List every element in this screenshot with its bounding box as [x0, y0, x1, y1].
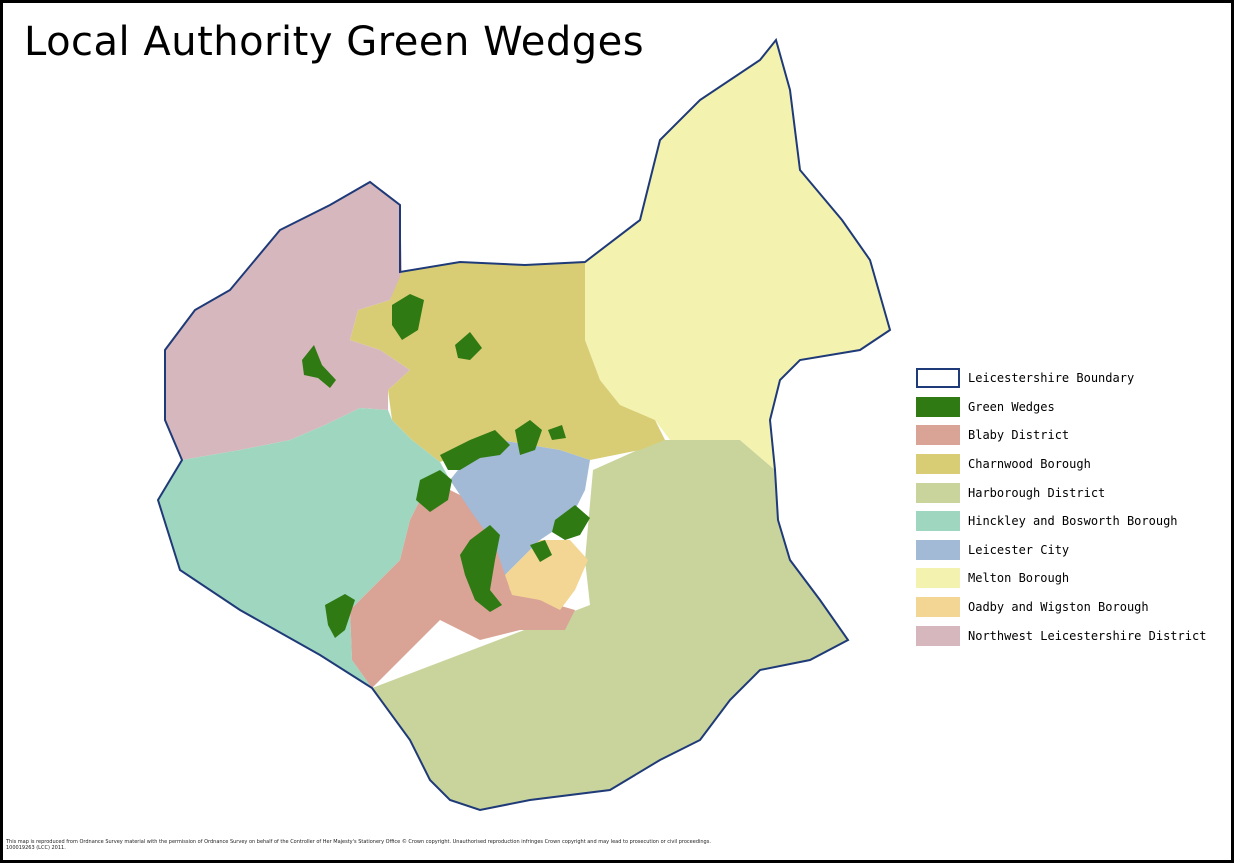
legend-swatch-oadby-wigston: [916, 597, 960, 618]
region-harborough: [372, 440, 848, 810]
legend-swatch-green-wedges: [916, 396, 960, 417]
legend-item-northwest-leicestershire: Northwest Leicestershire District: [916, 621, 1206, 650]
legend-swatch-blaby: [916, 425, 960, 446]
legend-swatch-leicester-city: [916, 539, 960, 560]
region-melton: [585, 40, 890, 470]
legend-swatch-northwest-leicestershire: [916, 625, 960, 646]
legend-item-melton: Melton Borough: [916, 564, 1206, 593]
legend-label: Charnwood Borough: [968, 457, 1091, 472]
region-northwest-leicestershire: [165, 182, 410, 460]
legend-item-boundary: Leicestershire Boundary: [916, 364, 1206, 393]
region-leicester-city: [450, 440, 590, 575]
legend-label: Hinckley and Bosworth Borough: [968, 514, 1178, 529]
legend-label: Oadby and Wigston Borough: [968, 600, 1149, 615]
legend-swatch-hinckley-bosworth: [916, 511, 960, 532]
region-hinckley-bosworth: [158, 408, 450, 688]
map-legend: Leicestershire Boundary Green Wedges Bla…: [916, 364, 1206, 650]
legend-item-oadby-wigston: Oadby and Wigston Borough: [916, 593, 1206, 622]
region-oadby-wigston: [505, 540, 588, 610]
legend-item-green-wedges: Green Wedges: [916, 393, 1206, 422]
legend-item-charnwood: Charnwood Borough: [916, 450, 1206, 479]
copyright-notice: This map is reproduced from Ordnance Sur…: [6, 839, 711, 851]
legend-label: Green Wedges: [968, 399, 1055, 414]
leicestershire-boundary: [156, 37, 892, 812]
legend-label: Blaby District: [968, 428, 1070, 443]
legend-swatch-charnwood: [916, 454, 960, 475]
legend-item-hinckley-bosworth: Hinckley and Bosworth Borough: [916, 507, 1206, 536]
green-wedges: [302, 294, 590, 638]
legend-item-harborough: Harborough District: [916, 478, 1206, 507]
legend-swatch-boundary: [916, 368, 960, 389]
region-charnwood: [350, 262, 665, 462]
legend-label: Leicestershire Boundary: [968, 371, 1135, 386]
map-title: Local Authority Green Wedges: [24, 19, 645, 65]
legend-label: Northwest Leicestershire District: [968, 628, 1207, 643]
legend-label: Melton Borough: [968, 571, 1070, 586]
legend-item-blaby: Blaby District: [916, 421, 1206, 450]
legend-item-leicester-city: Leicester City: [916, 536, 1206, 565]
legend-label: Leicester City: [968, 542, 1070, 557]
region-blaby: [350, 490, 575, 688]
legend-swatch-melton: [916, 568, 960, 589]
legend-label: Harborough District: [968, 485, 1106, 500]
legend-swatch-harborough: [916, 482, 960, 503]
